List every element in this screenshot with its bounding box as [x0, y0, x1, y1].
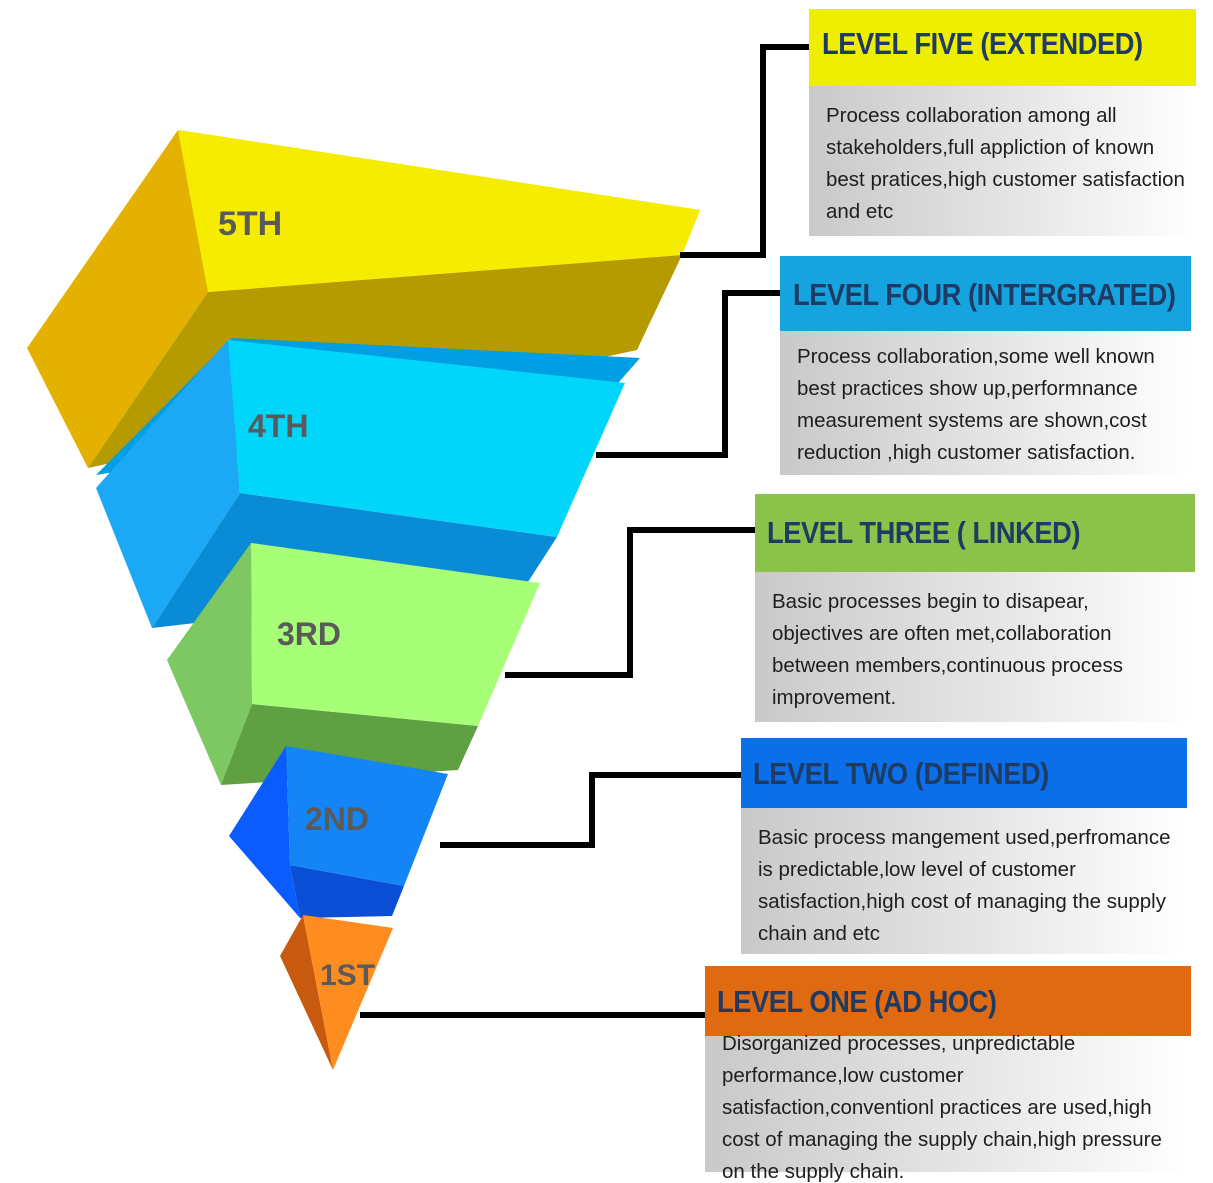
connectors — [360, 44, 809, 1018]
card-level-4-line: reduction ,high customer satisfaction. — [797, 441, 1136, 464]
level-3-left-face — [167, 543, 252, 785]
card-level-2-line: is predictable,low level of customer — [758, 858, 1076, 881]
level-4-front-face — [228, 340, 625, 537]
card-level-1-line: on the supply chain. — [722, 1160, 905, 1183]
card-level-1-line: satisfaction,conventionl practices are u… — [722, 1096, 1152, 1119]
level-2-label: 2ND — [305, 801, 369, 837]
card-level-3-body: Basic processes begin to disapear, objec… — [755, 572, 1195, 722]
level-3-front-face — [251, 543, 540, 726]
card-level-1-line: cost of managing the supply chain,high p… — [722, 1128, 1162, 1151]
level-2-front-face — [286, 746, 448, 886]
card-level-3-line: Basic processes begin to disapear, — [772, 590, 1089, 613]
level-5-front-face — [178, 130, 700, 292]
card-level-5-line: and etc — [826, 200, 894, 223]
card-level-4-line: measurement systems are shown,cost — [797, 409, 1147, 432]
card-level-5-line: stakeholders,full appliction of known — [826, 136, 1155, 159]
card-level-2-title: LEVEL TWO (DEFINED) — [753, 756, 1049, 791]
level-1-front-face — [303, 915, 393, 1070]
card-level-2-line: satisfaction,high cost of managing the s… — [758, 890, 1166, 913]
pyramid-level-4: 4TH — [96, 338, 640, 628]
card-level-5-line: Process collaboration among all — [826, 104, 1117, 127]
level-2-left-face — [229, 746, 300, 918]
level-4-left-face — [96, 340, 240, 628]
card-level-3-line: improvement. — [772, 686, 897, 709]
level-3-label: 3RD — [277, 616, 341, 652]
connector-level-3 — [505, 527, 755, 678]
card-level-5-title: LEVEL FIVE (EXTENDED) — [822, 26, 1143, 61]
card-level-1-header-bar — [705, 966, 1191, 1036]
level-1-left-face — [280, 915, 333, 1070]
card-level-2-line: chain and etc — [758, 922, 880, 945]
connector-level-5 — [680, 44, 809, 258]
card-level-5-body: Process collaboration among all stakehol… — [809, 86, 1196, 236]
card-level-3-header-bar — [755, 494, 1195, 572]
level-1-label: 1ST — [320, 959, 375, 992]
card-level-4-line: Process collaboration,some well known — [797, 345, 1155, 368]
level-5-left-face — [27, 130, 208, 468]
card-level-3-line: between members,continuous process — [772, 654, 1123, 677]
level-5-label: 5TH — [218, 205, 282, 243]
connector-level-2 — [440, 772, 741, 848]
card-level-1-line: performance,low customer — [722, 1064, 964, 1087]
card-level-3-title: LEVEL THREE ( LINKED) — [767, 515, 1081, 550]
pyramid-level-1: 1ST — [280, 915, 393, 1070]
card-level-2-line: Basic process mangement used,perfromance — [758, 826, 1171, 849]
pyramid-level-2: 2ND — [229, 746, 448, 918]
card-level-1-title: LEVEL ONE (AD HOC) — [717, 984, 997, 1019]
card-level-1-body: Disorganized processes, unpredictable pe… — [705, 1032, 1191, 1183]
card-level-4-title: LEVEL FOUR (INTERGRATED) — [793, 277, 1176, 312]
card-level-4-header-bar — [780, 256, 1191, 331]
card-level-4-line: best practices show up,performnance — [797, 377, 1138, 400]
card-level-4-body: Process collaboration,some well known be… — [780, 331, 1191, 475]
level-4-label: 4TH — [248, 408, 308, 444]
level-2-bottom-face — [290, 865, 404, 918]
card-level-2-body: Basic process mangement used,perfromance… — [741, 808, 1187, 954]
card-level-3-line: objectives are often met,collaboration — [772, 622, 1112, 645]
card-level-2-header-bar — [741, 738, 1187, 808]
card-level-5-header-bar — [809, 9, 1196, 86]
card-level-5-line: best pratices,high customer satisfaction — [826, 168, 1185, 191]
connector-level-4 — [596, 290, 780, 458]
card-level-1-line: Disorganized processes, unpredictable — [722, 1032, 1076, 1055]
pyramid-level-3: 3RD — [167, 543, 540, 785]
